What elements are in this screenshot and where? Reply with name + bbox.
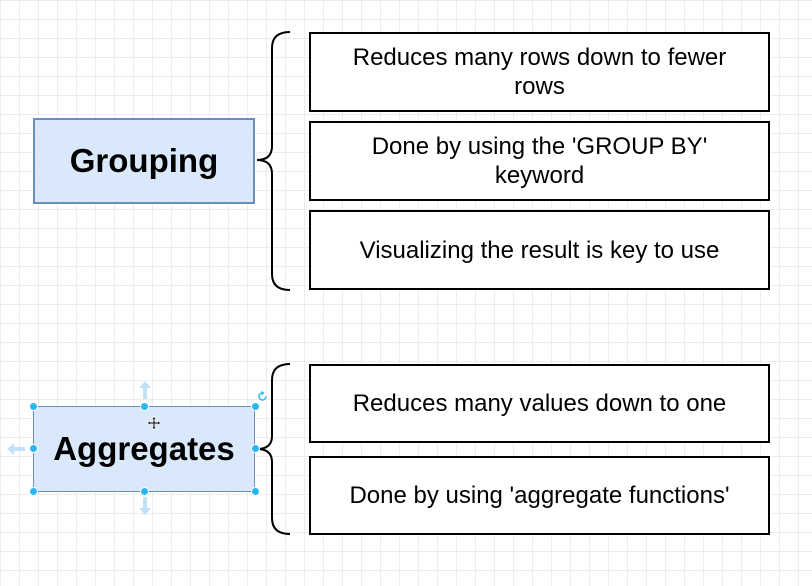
arrow-down-icon[interactable] <box>137 496 153 516</box>
resize-handle-top-right[interactable] <box>251 402 260 411</box>
resize-handle-bottom-left[interactable] <box>29 487 38 496</box>
grouping-label: Grouping <box>69 142 219 179</box>
aggregates-note-2-text: Done by using 'aggregate functions' <box>349 482 730 509</box>
resize-handle-bottom-center[interactable] <box>140 487 149 496</box>
resize-handle-middle-right[interactable] <box>251 444 260 453</box>
grouping-note-1-text: Reduces many rows down to fewer rows <box>352 44 727 100</box>
aggregates-label: Aggregates <box>53 430 235 467</box>
arrow-up-icon[interactable] <box>137 380 153 400</box>
grouping-note-2-text: Done by using the 'GROUP BY' keyword <box>371 133 708 189</box>
move-cursor-icon <box>147 416 161 430</box>
aggregates-note-2[interactable]: Done by using 'aggregate functions' <box>309 456 770 535</box>
resize-handle-top-center[interactable] <box>140 402 149 411</box>
resize-handle-middle-left[interactable] <box>29 444 38 453</box>
grouping-topic-box[interactable]: Grouping <box>33 118 255 204</box>
grouping-brace <box>256 31 291 291</box>
aggregates-topic-box[interactable]: Aggregates <box>33 406 255 492</box>
rotate-icon[interactable] <box>256 390 269 403</box>
arrow-left-icon[interactable] <box>6 441 26 457</box>
grouping-note-1[interactable]: Reduces many rows down to fewer rows <box>309 32 770 112</box>
aggregates-note-1[interactable]: Reduces many values down to one <box>309 364 770 443</box>
aggregates-note-1-text: Reduces many values down to one <box>352 390 727 417</box>
resize-handle-bottom-right[interactable] <box>251 487 260 496</box>
grouping-note-3[interactable]: Visualizing the result is key to use <box>309 210 770 290</box>
grouping-note-3-text: Visualizing the result is key to use <box>359 236 720 264</box>
resize-handle-top-left[interactable] <box>29 402 38 411</box>
grouping-note-2[interactable]: Done by using the 'GROUP BY' keyword <box>309 121 770 201</box>
